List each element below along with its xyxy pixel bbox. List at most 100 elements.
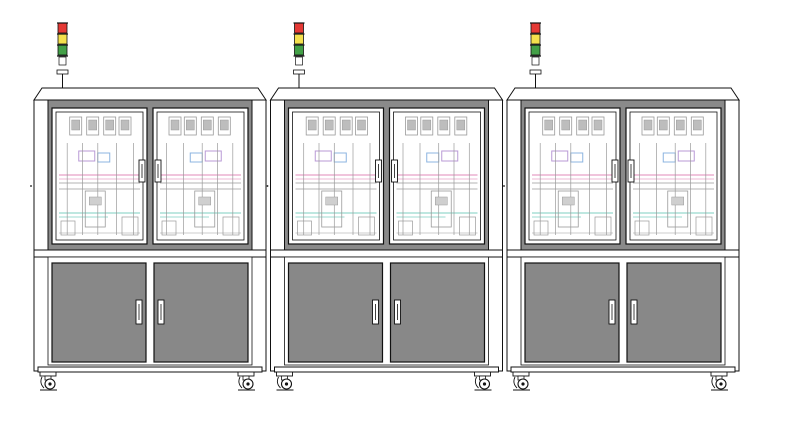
signal-light-yellow [57,33,68,45]
assembly [557,190,579,228]
caster-wheel-icon [710,371,728,391]
assembly [667,190,689,228]
cylinder [591,116,605,136]
caster-wheel-icon [237,371,255,391]
cabinet-door [626,262,722,363]
window-glass [528,111,617,241]
caster-plate [512,371,530,377]
lower-box [695,216,713,236]
mechanism-lineart [532,116,613,236]
signal-light-green [57,44,68,56]
top-cap [506,87,740,101]
cabinet-door [153,262,249,363]
cylinder [656,116,670,136]
cabinet-door [524,262,620,363]
right-post [488,99,503,257]
lower-box [533,220,549,236]
cylinder-core [561,119,570,131]
side-marker [503,185,505,187]
assembly-part [198,196,211,206]
cylinder [217,116,231,136]
cylinder [118,116,132,136]
plinth [510,366,736,373]
cabinet-door [389,262,486,363]
side-marker [266,185,269,187]
left-post [33,99,49,257]
signal-tower-icon [293,22,305,88]
caster-plate [39,371,57,377]
sensor-block [204,150,222,162]
cylinder-core [186,119,195,131]
tower-stem [58,56,67,66]
mechanism-lineart [160,116,241,236]
assembly [84,190,106,228]
cylinder-core [341,119,351,131]
window-pane [388,107,486,245]
tower-base [56,69,69,75]
cylinder [559,116,573,136]
door-panel [51,262,147,363]
mid-band [33,249,267,258]
tower-base [293,69,305,75]
door-panel [153,262,249,363]
caster-wheel-icon [474,371,492,391]
window-pane [152,107,249,245]
cylinder-core [593,119,603,131]
window-pane [625,107,722,245]
lower-box [161,220,177,236]
cylinder-core [659,119,668,131]
mechanism-lineart [633,116,714,236]
signal-tower-icon [529,22,542,88]
tower-stem [295,56,303,66]
cylinder-core [120,119,130,131]
mechanism-lineart [295,116,377,236]
caster-plate [474,371,491,377]
mechanism-lineart [396,116,478,236]
door-panel [389,262,486,363]
caster-hub [48,382,52,386]
cylinder-core [544,119,553,131]
mid-band [506,249,740,258]
cabinet-door [51,262,147,363]
top-cap [269,87,504,101]
cylinder-core [203,119,212,131]
window-pane [524,107,621,245]
tower-base [529,69,542,75]
signal-light-red [57,22,68,34]
lower-box [297,220,312,236]
caster-fork [238,376,243,389]
window-glass [292,111,380,241]
plinth [274,366,499,373]
lower-box [60,220,76,236]
window-glass [629,111,718,241]
tower-stem [531,56,540,66]
assembly-part [435,196,448,206]
right-post [724,99,740,257]
cylinder-core [307,119,317,131]
caster-fork [40,376,45,389]
cylinder-core [105,119,114,131]
window-glass [393,111,481,241]
cylinder [420,116,434,136]
cylinder-core [88,119,97,131]
cylinder [405,116,418,136]
caster-hub [482,382,487,386]
lower-box [634,220,650,236]
cylinder-core [578,119,587,131]
cylinder [103,116,117,136]
sensor-block [551,150,569,162]
sensor-block [441,150,459,162]
machine-2 [266,22,504,391]
sensor-block [78,150,96,162]
cylinder-core [676,119,685,131]
caster-hub [719,382,723,386]
lower-box [398,220,413,236]
lower-box [594,216,612,236]
signal-tower-icon [56,22,69,88]
cylinder-core [220,119,229,131]
lower-box [358,216,375,236]
lower-box [121,216,139,236]
sensor-block [314,150,332,162]
assembly [321,190,343,228]
